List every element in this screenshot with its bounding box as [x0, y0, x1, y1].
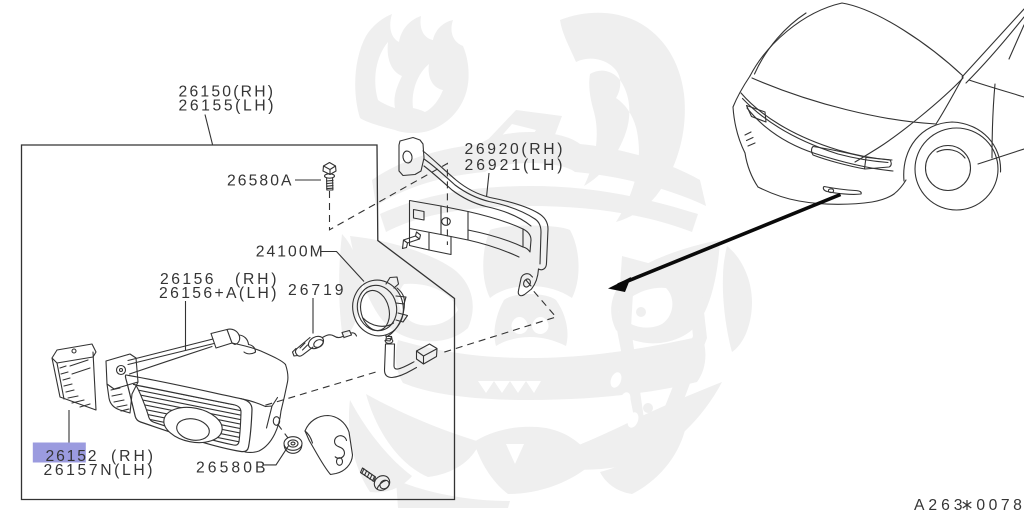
svg-text:26150(RH): 26150(RH) — [179, 84, 274, 101]
svg-text:26157N(LH): 26157N(LH) — [44, 462, 153, 479]
svg-text:0078: 0078 — [976, 497, 1022, 511]
svg-text:26156+A(LH): 26156+A(LH) — [159, 285, 277, 302]
svg-text:26580B: 26580B — [196, 460, 266, 477]
svg-text:26155(LH): 26155(LH) — [179, 98, 274, 115]
svg-text:26921(LH): 26921(LH) — [465, 157, 563, 174]
svg-text:24100M: 24100M — [256, 244, 323, 261]
svg-text:26156: 26156 — [160, 271, 214, 288]
svg-text:26580A: 26580A — [227, 173, 292, 190]
svg-text:26152: 26152 — [46, 448, 97, 465]
svg-text:26920(RH): 26920(RH) — [465, 141, 563, 158]
svg-text:A263: A263 — [914, 497, 963, 511]
svg-text:26719: 26719 — [288, 282, 344, 299]
